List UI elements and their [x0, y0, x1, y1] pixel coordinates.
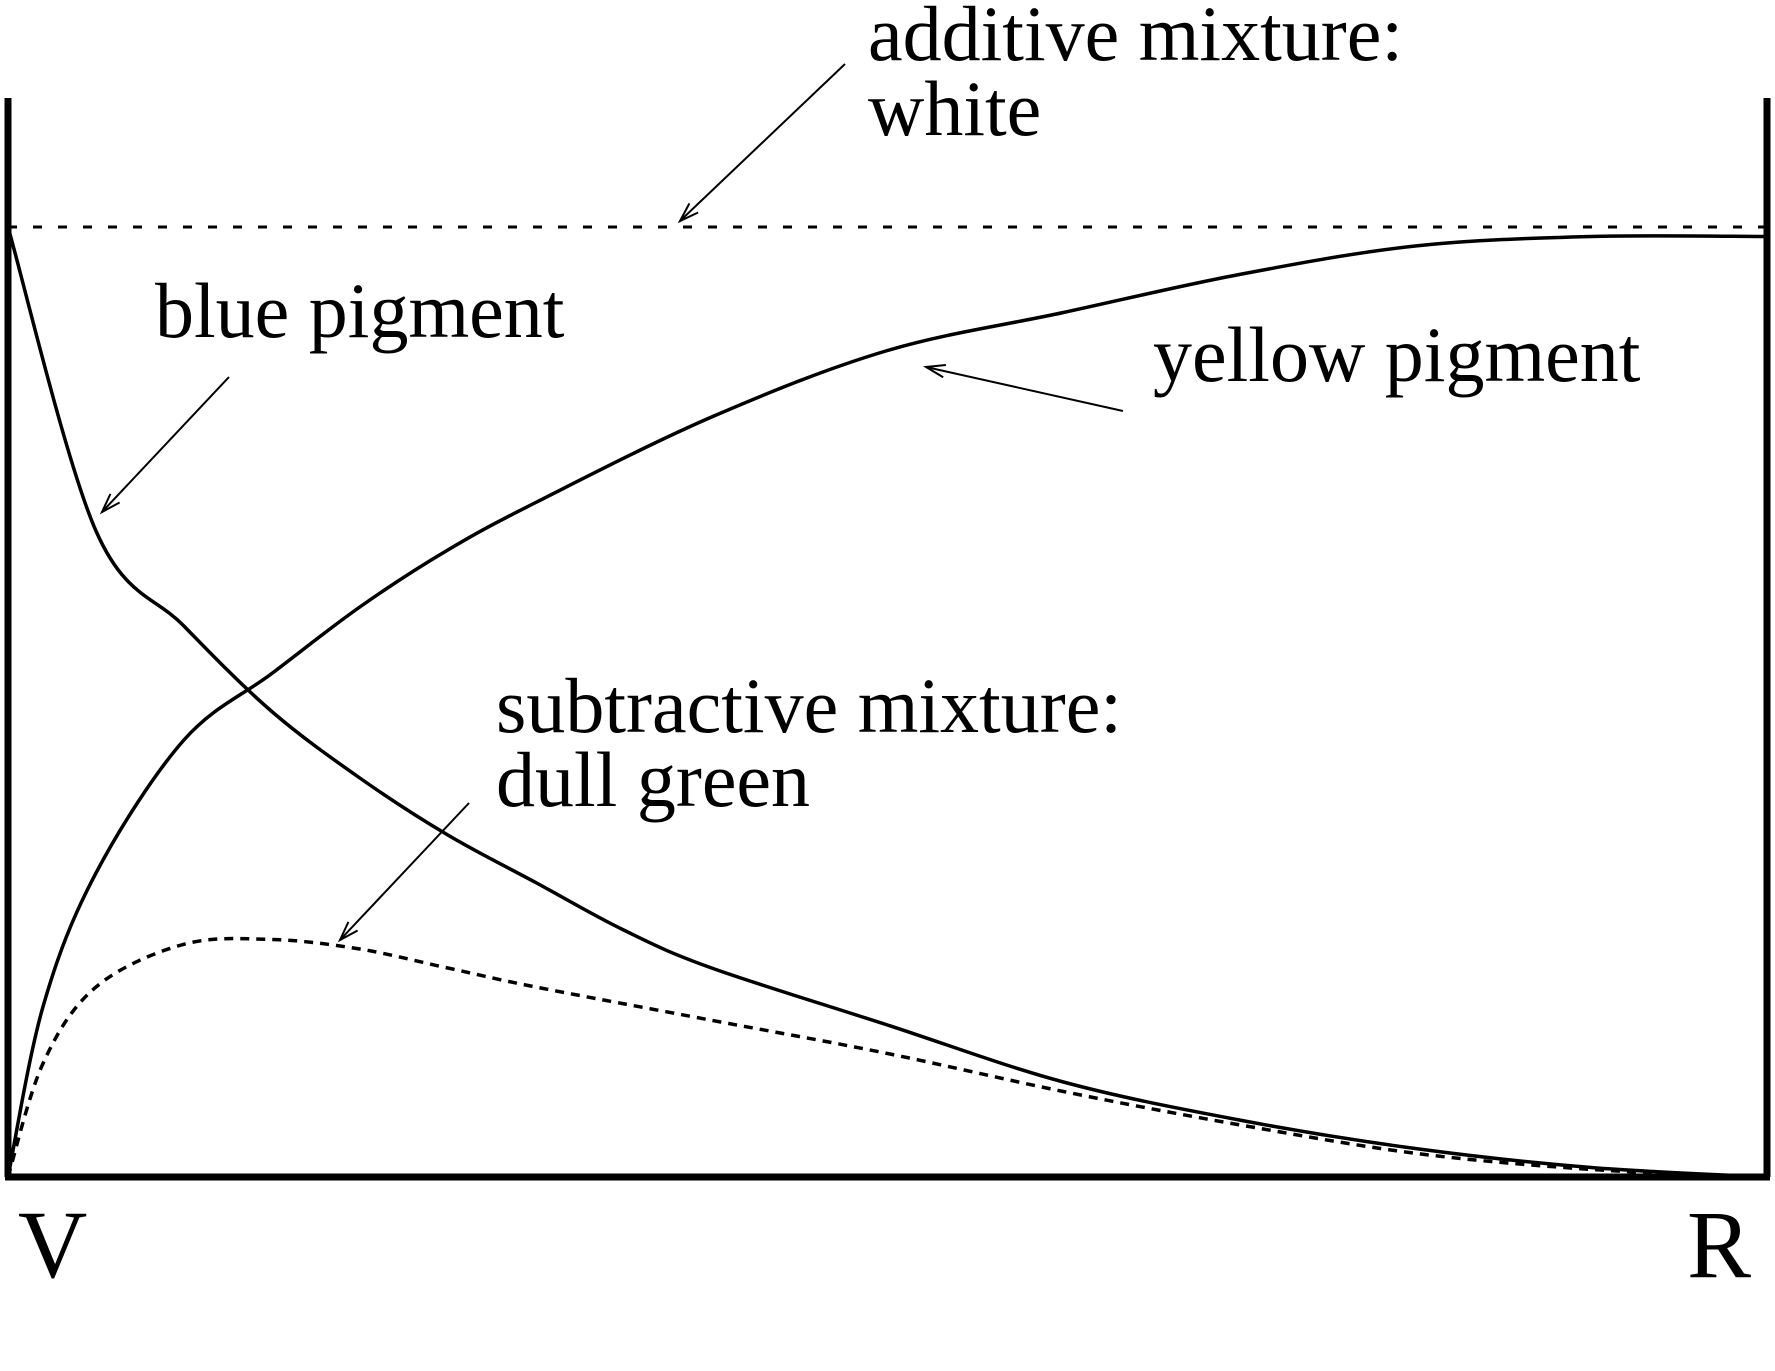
- series-line-yellow-pigment: [6, 234, 1768, 1178]
- arrow-subtractive-dull-green: [337, 802, 470, 943]
- arrow-additive-white-head: [677, 202, 699, 224]
- series-line-blue-pigment: [6, 226, 1768, 1179]
- annotation-additive-line1: additive mixture:: [868, 0, 1404, 77]
- annotation-subtractive-line2: dull green: [496, 736, 811, 823]
- arrow-blue-pigment-shaft: [101, 376, 230, 513]
- arrow-yellow-pigment: [922, 364, 1124, 412]
- arrow-subtractive-dull-green-shaft: [339, 802, 470, 941]
- axes-frame: [4, 98, 1771, 1181]
- annotation-arrows: [99, 63, 1124, 943]
- annotation-additive-line2: white: [868, 65, 1042, 152]
- arrow-yellow-pigment-shaft: [925, 366, 1124, 412]
- arrow-yellow-pigment-head: [922, 364, 946, 379]
- arrow-blue-pigment: [99, 376, 230, 515]
- annotation-blue-pigment: blue pigment: [155, 267, 565, 354]
- arrow-additive-white-shaft: [679, 63, 846, 222]
- series-lines: [6, 226, 1768, 1179]
- arrow-blue-pigment-head: [99, 493, 121, 515]
- arrow-subtractive-dull-green-head: [337, 921, 359, 943]
- series-line-subtractive-dull-green: [6, 936, 1768, 1179]
- x-tick-label-r: R: [1687, 1191, 1752, 1298]
- x-tick-label-v: V: [18, 1191, 88, 1298]
- arrow-additive-white: [677, 63, 846, 224]
- annotation-yellow-pigment: yellow pigment: [1153, 311, 1641, 398]
- annotation-subtractive-line1: subtractive mixture:: [496, 662, 1122, 749]
